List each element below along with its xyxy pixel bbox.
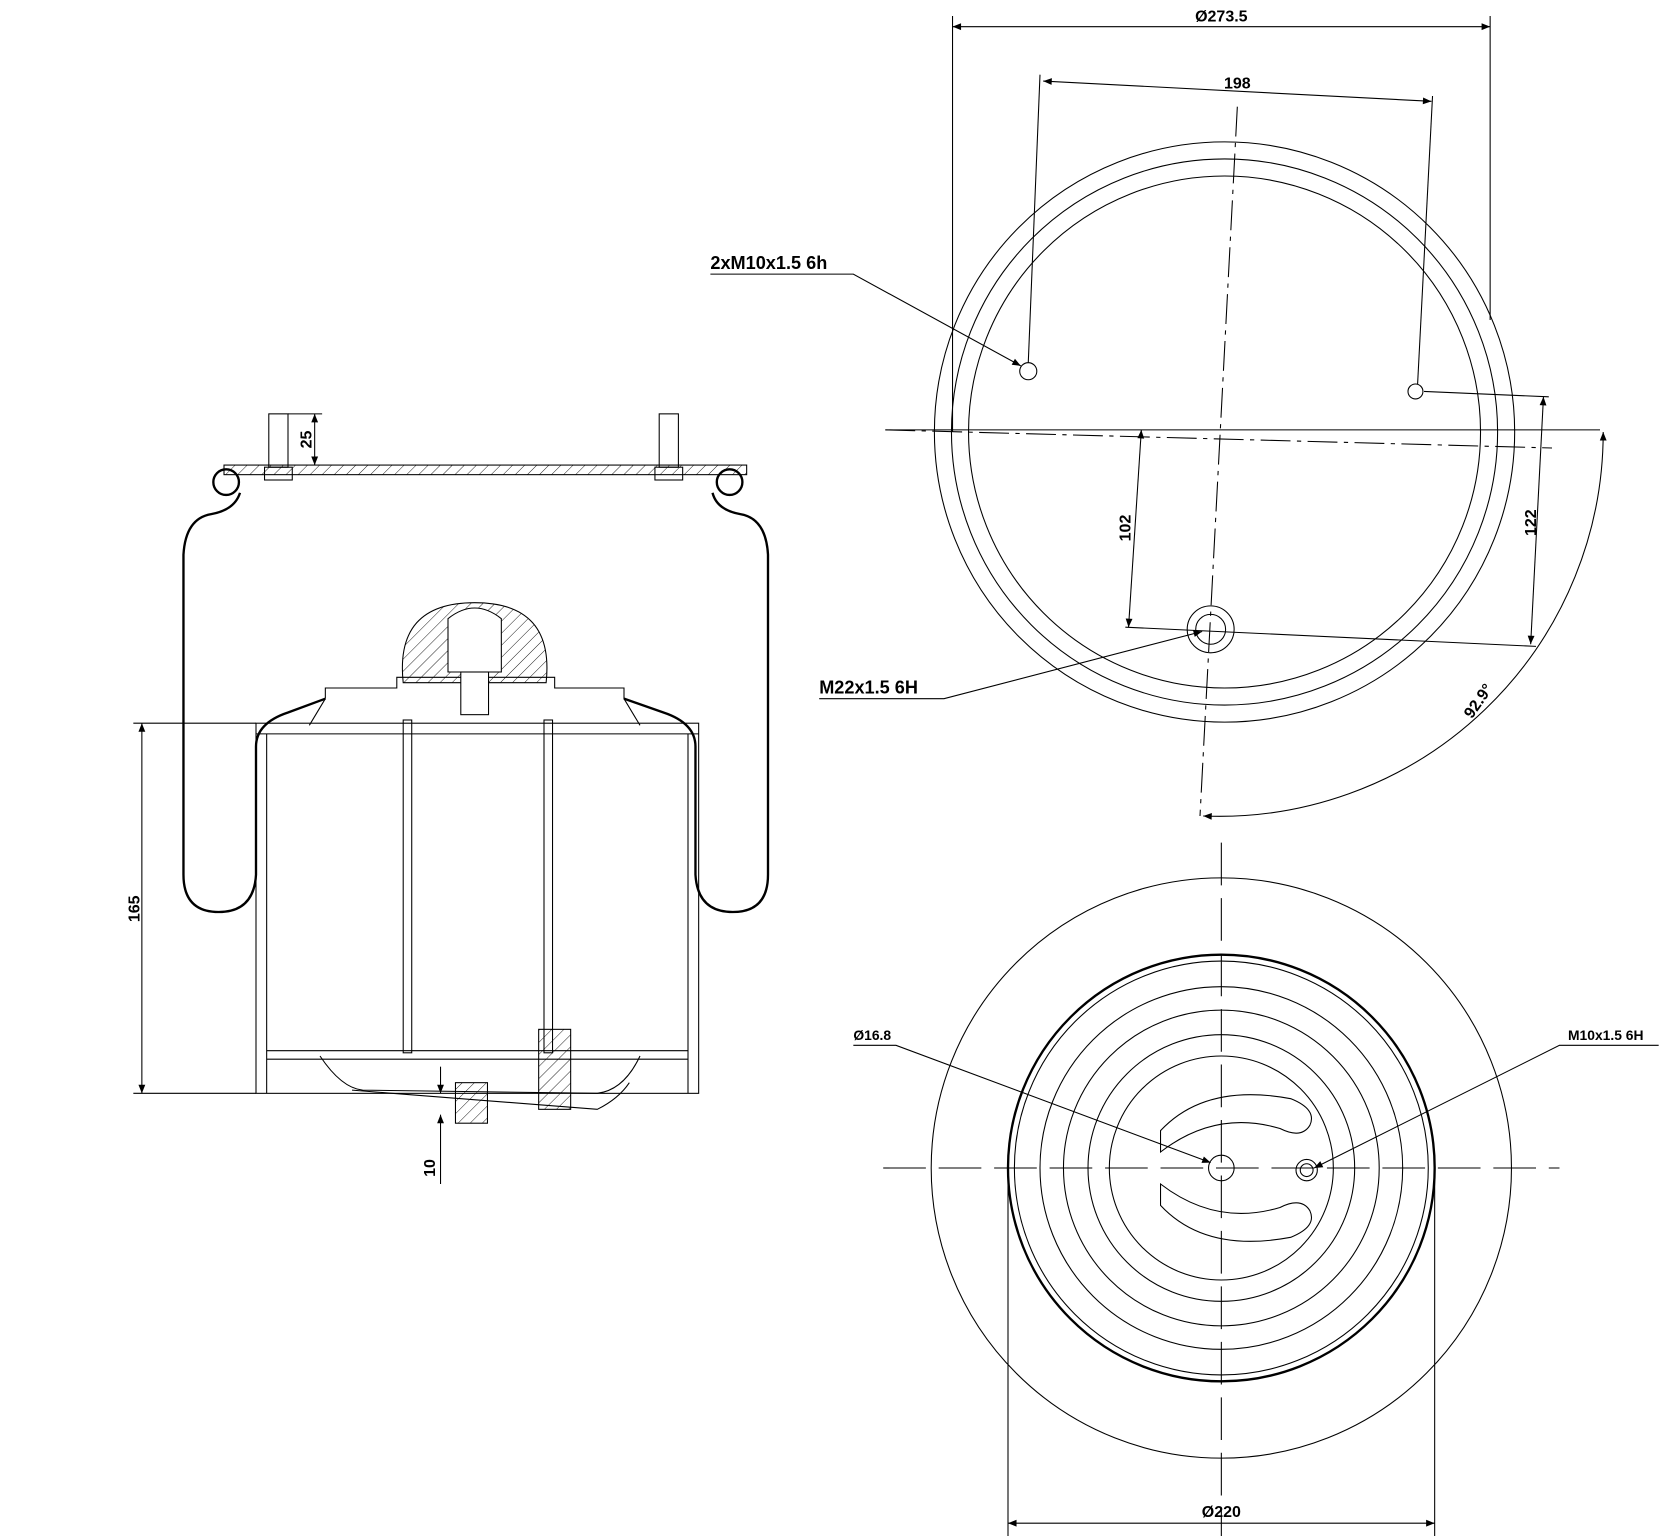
vertical-centerline — [1199, 106, 1238, 817]
dim-122: 122 — [1523, 509, 1540, 536]
callout-center-hole: Ø16.8 — [853, 1027, 891, 1043]
stud-hole-left — [1019, 362, 1038, 381]
dim-25-label: 25 — [298, 430, 315, 448]
callout-bottom-thread: M10x1.5 6H — [1568, 1027, 1644, 1043]
callout-top-studs: 2xM10x1.5 6h — [710, 253, 827, 273]
angle-arc — [1203, 431, 1607, 820]
left-stud — [268, 413, 289, 468]
dim-198: 198 — [1224, 76, 1251, 93]
top-plate — [223, 464, 748, 476]
callout-air-inlet: M22x1.5 6H — [819, 677, 918, 697]
dim-165-label: 165 — [127, 895, 144, 922]
top-plan-view: Ø273.5 198 102 122 92.9° 2xM10x1.5 6h M2… — [710, 8, 1607, 820]
thread-hole — [1295, 1158, 1318, 1182]
stud-hole-right — [1407, 383, 1424, 400]
dim-angle: 92.9° — [1461, 681, 1496, 722]
dim-10-label: 10 — [422, 1159, 439, 1177]
slot-lower — [1160, 1182, 1312, 1242]
bellows-right — [623, 492, 770, 914]
side-section-view: 165 25 10 — [127, 413, 770, 1184]
slot-upper — [1160, 1094, 1312, 1154]
dim-102: 102 — [1118, 515, 1135, 542]
bellows-left — [182, 492, 326, 914]
dim-piston-diameter: Ø220 — [1202, 1504, 1241, 1521]
center-hole — [1208, 1154, 1235, 1182]
dim-outer-diameter: Ø273.5 — [1195, 8, 1248, 25]
piston-body — [255, 722, 700, 1094]
bottom-plan-view: Ø220 Ø16.8 M10x1.5 6H — [853, 842, 1659, 1536]
right-stud — [658, 413, 679, 468]
horizontal-centerline — [885, 429, 1553, 449]
